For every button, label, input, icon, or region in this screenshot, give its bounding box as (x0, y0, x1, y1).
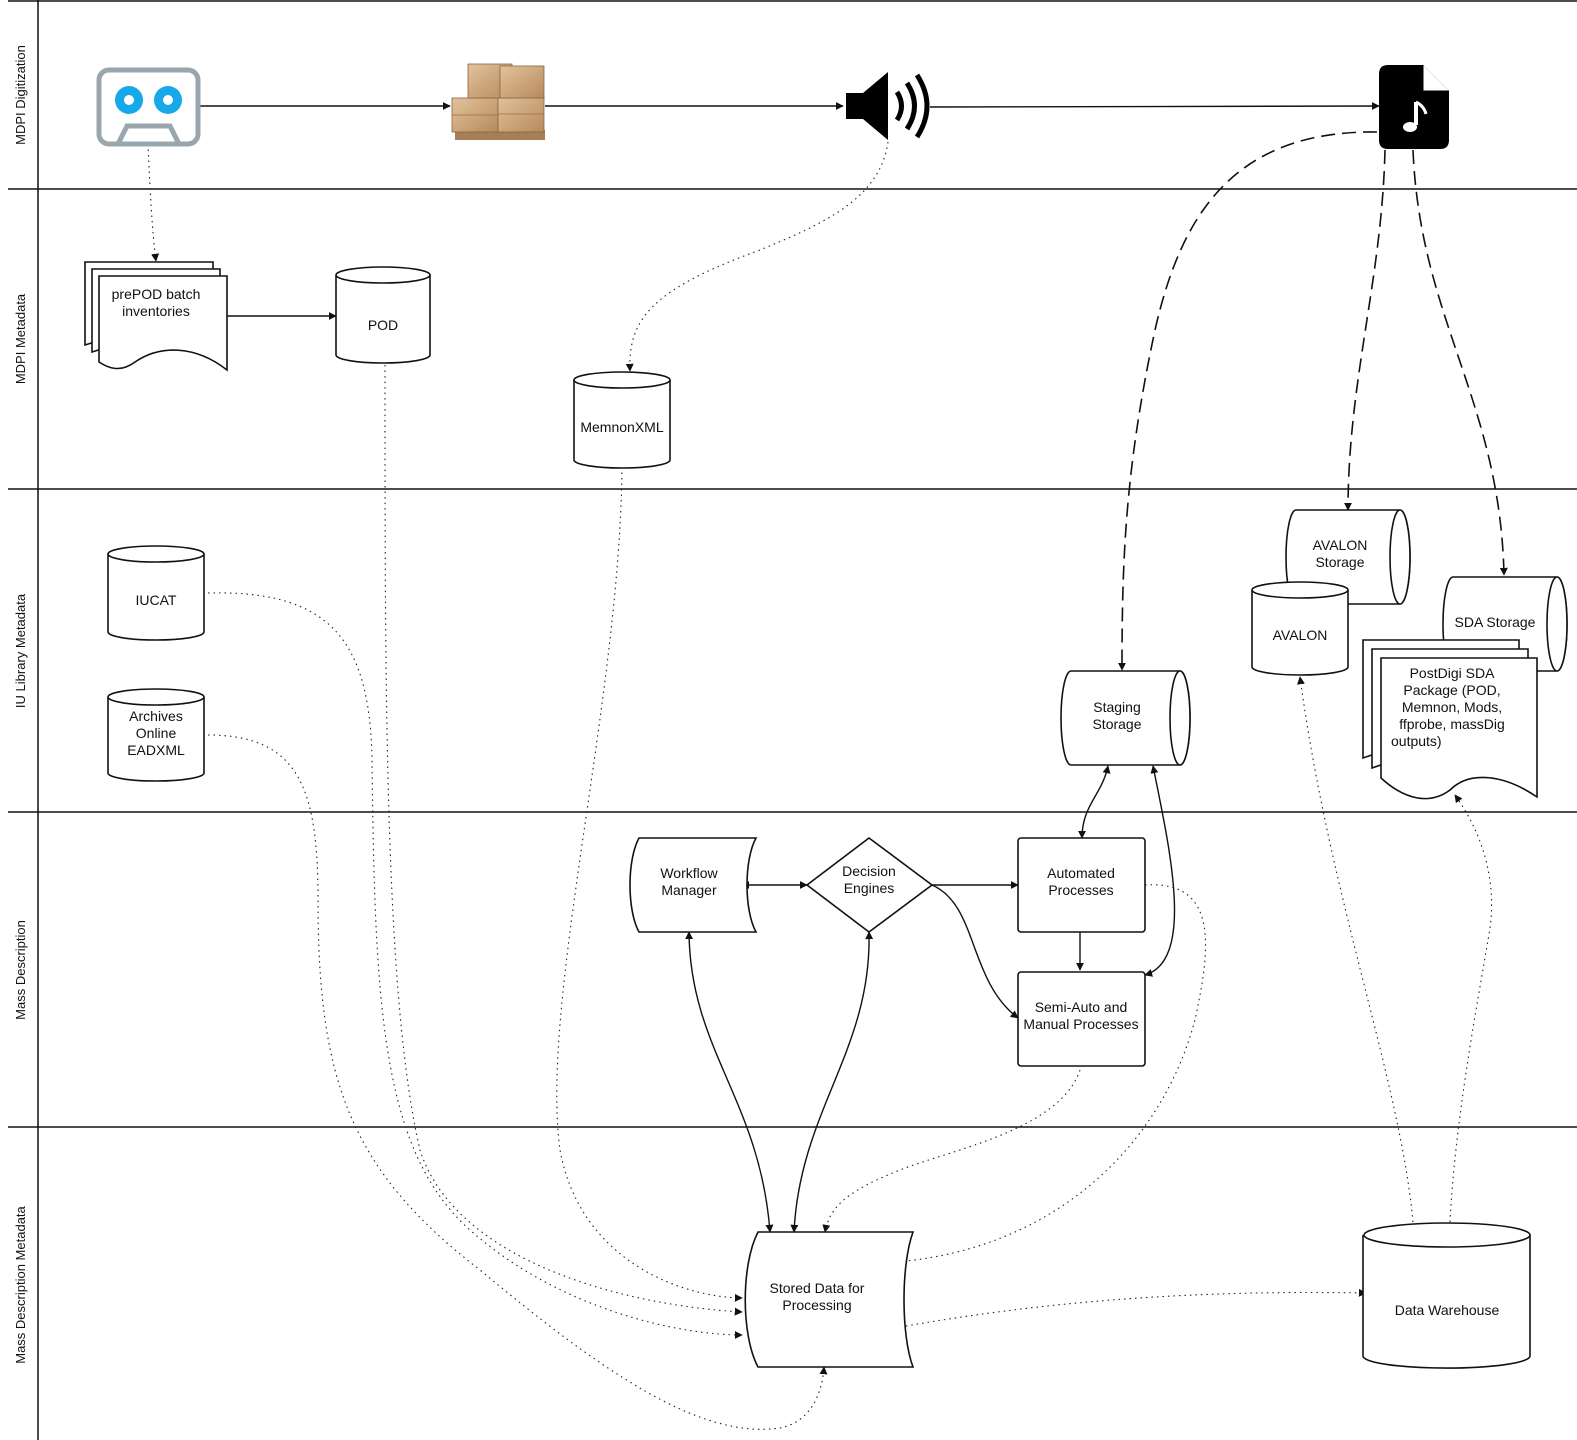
edge-iucat-to-stored (207, 592, 743, 1339)
data-warehouse: Data Warehouse (1362, 1222, 1531, 1369)
speaker-icon (846, 72, 930, 140)
memnonxml-database: MemnonXML (573, 371, 671, 469)
audio-cassette-icon (96, 67, 201, 147)
lane-label-mass-description-metadata: Mass Description Metadata (13, 1205, 28, 1363)
staging-label-line1: Staging (1093, 699, 1140, 715)
automated-label-line2: Processes (1048, 882, 1113, 898)
staging-label-line2: Storage (1092, 716, 1141, 732)
edge-decision-to-semiauto (931, 884, 1019, 1019)
avalon-storage: AVALON Storage (1285, 509, 1411, 605)
automated-processes: Automated Processes (1017, 837, 1146, 933)
memnon-label: MemnonXML (580, 419, 663, 435)
connectors (147, 102, 1508, 1430)
iucat-label: IUCAT (136, 592, 177, 608)
semi-auto-manual-processes: Semi-Auto and Manual Processes (1017, 971, 1146, 1067)
edge-automated-staging (1078, 765, 1111, 839)
stored-label-line1: Stored Data for (770, 1280, 865, 1296)
archives-label-line2: Online (136, 725, 177, 741)
postdigi-label-line4: ffprobe, massDig (1399, 716, 1505, 732)
decision-label-line2: Engines (844, 880, 895, 896)
edge-memnon-to-stored (556, 466, 743, 1302)
prepod-batch-inventories: prePOD batch inventories (84, 261, 228, 372)
archives-online-database: Archives Online EADXML (107, 688, 205, 782)
edge-stored-to-warehouse (894, 1288, 1367, 1329)
lane-label-mdpi-metadata: MDPI Metadata (13, 293, 28, 384)
stored-data-for-processing: Stored Data for Processing (744, 1231, 915, 1368)
edge-archives-to-stored (207, 734, 828, 1430)
edge-cassette-to-prepod (147, 143, 160, 262)
avalon-storage-label-line2: Storage (1315, 554, 1364, 570)
semiauto-label-line1: Semi-Auto and (1035, 999, 1128, 1015)
iucat-database: IUCAT (107, 545, 205, 641)
edge-workflow-stored (685, 931, 774, 1233)
avalon-label: AVALON (1273, 627, 1328, 643)
postdigi-sda-package: PostDigi SDA Package (POD, Memnon, Mods,… (1362, 639, 1538, 800)
automated-label-line1: Automated (1047, 865, 1115, 881)
edge-file-to-staging (1118, 131, 1378, 671)
edge-semiauto-to-stored (822, 1069, 1081, 1233)
stored-label-line2: Processing (782, 1297, 851, 1313)
sda-storage-label: SDA Storage (1455, 614, 1536, 630)
warehouse-label: Data Warehouse (1395, 1302, 1500, 1318)
workflow-manager: Workflow Manager (629, 837, 758, 933)
postdigi-label-line2: Package (POD, (1403, 682, 1500, 698)
edge-speaker-to-file (929, 102, 1380, 111)
lane-label-mdpi-digitization: MDPI Digitization (13, 45, 28, 145)
shipping-boxes-icon (451, 63, 545, 140)
staging-storage: Staging Storage (1060, 670, 1191, 766)
archives-label-line1: Archives (129, 708, 183, 724)
edge-automated-to-stored (894, 884, 1207, 1266)
decision-label-line1: Decision (842, 863, 896, 879)
postdigi-label-line3: Memnon, Mods, (1402, 699, 1502, 715)
pod-label: POD (368, 317, 398, 333)
edge-staging-semiauto (1144, 765, 1176, 977)
avalon-database: AVALON (1251, 581, 1349, 676)
avalon-storage-label-line1: AVALON (1313, 537, 1368, 553)
edge-decision-stored (790, 931, 874, 1233)
workflow-label-line2: Manager (661, 882, 717, 898)
lane-label-iu-library-metadata: IU Library Metadata (13, 593, 28, 708)
workflow-label-line1: Workflow (660, 865, 718, 881)
semiauto-label-line2: Manual Processes (1023, 1016, 1138, 1032)
edge-speaker-to-memnon (625, 141, 889, 372)
archives-label-line3: EADXML (127, 742, 185, 758)
swimlanes: MDPI Digitization MDPI Metadata IU Libra… (8, 0, 1577, 1440)
edge-file-to-sda-storage (1412, 149, 1508, 576)
postdigi-label-line5: outputs) (1391, 733, 1442, 749)
edge-warehouse-to-postdigi (1449, 794, 1493, 1223)
lane-label-mass-description: Mass Description (13, 920, 28, 1020)
postdigi-label-line1: PostDigi SDA (1410, 665, 1495, 681)
edge-file-to-avalon-storage (1344, 149, 1386, 511)
audio-file-icon (1379, 65, 1449, 149)
pod-database: POD (335, 266, 431, 364)
prepod-label-line1: prePOD batch (112, 286, 201, 302)
prepod-label-line2: inventories (122, 303, 190, 319)
decision-engines: Decision Engines (805, 836, 934, 934)
